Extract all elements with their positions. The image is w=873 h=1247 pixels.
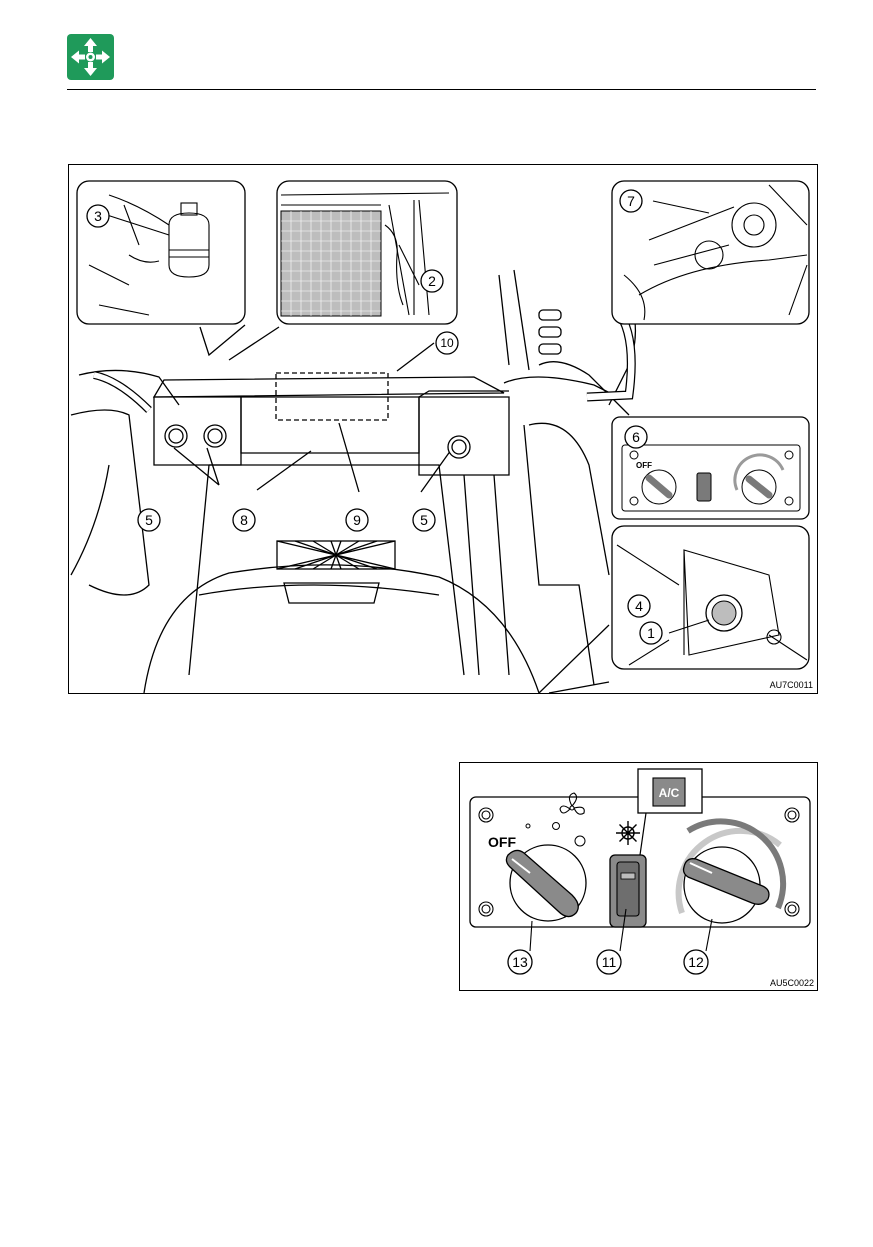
callout-5-right: 5 xyxy=(420,512,428,528)
callout-1: 1 xyxy=(647,625,655,641)
ac-control-panel-illustration: OFF A/C xyxy=(460,763,817,990)
callout-2: 2 xyxy=(428,273,436,289)
cab-interior-illustration: OFF xyxy=(69,165,817,693)
callout-8: 8 xyxy=(240,512,248,528)
callout-11: 11 xyxy=(602,954,617,970)
section-navigation-icon xyxy=(67,34,114,80)
figure-code: AU7C0011 xyxy=(770,680,813,690)
callout-12: 12 xyxy=(688,954,704,970)
ac-control-panel-figure: OFF A/C xyxy=(459,762,818,991)
ac-label: A/C xyxy=(659,786,680,800)
callout-4: 4 xyxy=(635,598,643,614)
ac-switch[interactable] xyxy=(617,862,639,916)
off-label: OFF xyxy=(488,834,516,850)
header-rule xyxy=(67,89,816,90)
callout-5-left: 5 xyxy=(145,512,153,528)
callout-6: 6 xyxy=(632,429,640,445)
callout-9: 9 xyxy=(353,512,361,528)
snowflake-icon xyxy=(616,821,640,845)
callout-13: 13 xyxy=(512,954,528,970)
cab-interior-figure: OFF xyxy=(68,164,818,694)
callout-3: 3 xyxy=(94,208,102,224)
figure-code: AU5C0022 xyxy=(770,978,814,988)
callout-7: 7 xyxy=(627,193,635,209)
callout-10: 10 xyxy=(440,336,454,350)
inset-off-label: OFF xyxy=(636,461,652,470)
